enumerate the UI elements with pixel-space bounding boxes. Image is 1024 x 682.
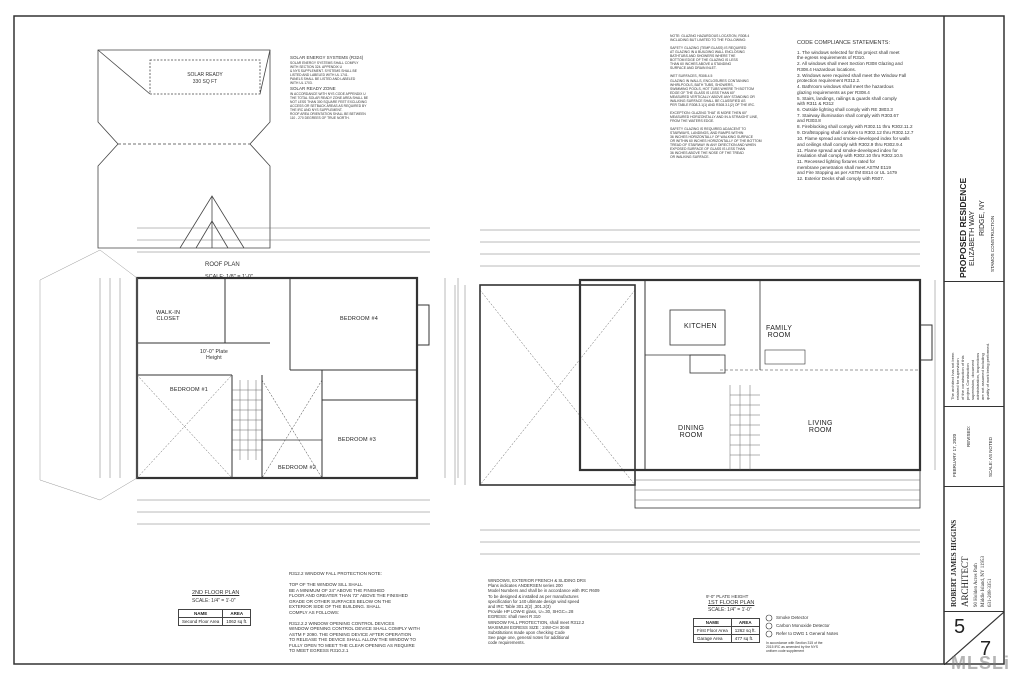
area-name-cell: First Floor Area: [693, 626, 732, 635]
first-floor-plate-height: 9'-0" PLATE HEIGHT: [706, 594, 749, 599]
list-item: 6. Outside lighting shall comply with RE…: [797, 107, 893, 113]
dining-room-label: DINING ROOM: [678, 425, 705, 439]
architect-title: ARCHITECT: [960, 556, 970, 608]
list-item: 12. Exterior Decks shall comply with R50…: [797, 176, 885, 182]
list-item: 5. Stairs, landings, railings & guards s…: [797, 95, 897, 107]
area-name-cell: Second Floor Area: [177, 617, 224, 626]
list-item: 3. Windows were required shall meet the …: [797, 72, 907, 84]
list-item: 11. Recessed lighting fixtures rated for…: [797, 159, 897, 176]
architect-address-2: Middle Island, NY 11953: [981, 555, 986, 607]
plate-height-label: 10'-0" Plate Height: [200, 349, 228, 361]
list-item: 1. The windows selected for this project…: [797, 50, 900, 61]
area-value-cell: 1062 sq ft.: [222, 617, 252, 626]
architect-address-1: 90 Holden Acres Path: [974, 563, 979, 607]
sheet-divider: [944, 612, 1004, 665]
first-floor-scale: SCALE: 1/4" = 1'-0": [708, 607, 752, 613]
col-area: AREA: [222, 609, 252, 618]
solar-zone-note: IN ACCORDANCE WITH NYS CODE APPENDIX U T…: [290, 92, 369, 120]
code-compliance-list: 1. The windows selected for this project…: [797, 50, 937, 181]
solar-systems-note: SOLAR ENERGY SYSTEMS SHALL COMPLY WITH S…: [290, 61, 359, 85]
first-floor-drawing: [454, 229, 936, 555]
title-block: PROPOSED RESIDENCE ELIZABETH WAY RIDGE, …: [944, 16, 1004, 665]
walkin-closet-label: WALK-IN CLOSET: [156, 310, 181, 322]
window-fall-protection-note: R312.2 WINDOW FALL PROTECTION NOTE: TOP …: [289, 571, 420, 653]
client-name: STAMOS CONSTRUCTION: [990, 215, 995, 272]
area-name-cell: Garage Area: [693, 634, 732, 643]
general-notes-legend: Refer to DWG 1 General Notes: [776, 631, 839, 636]
solar-zone-note-title: SOLAR READY ZONE: [290, 86, 336, 91]
solar-ready-label: SOLAR READY: [187, 72, 223, 78]
solar-ready-area: 330 SQ FT: [192, 79, 218, 85]
revised-label: REVISED:: [966, 425, 971, 447]
bedroom-2-label: BEDROOM #2: [278, 465, 317, 471]
co-detector-legend: Carbon Monoxide Detector: [776, 623, 830, 628]
list-item: 11. Flame spread and smoke-developed ind…: [797, 147, 903, 159]
list-item: 7. Stairway illumination shall comply wi…: [797, 113, 899, 124]
supervision-disclaimer: The architect has not been retained for …: [950, 343, 990, 400]
bedroom-1-label: BEDROOM #1: [170, 387, 209, 393]
first-floor-title: 1ST FLOOR PLAN: [708, 600, 755, 606]
code-compliance-block: CODE COMPLIANCE STATEMENTS: 1. The windo…: [797, 40, 937, 182]
second-floor-title: 2ND FLOOR PLAN: [192, 590, 240, 596]
date-cell: FEBRUARY 17, 2020 REVISED: SCALE: AS NOT…: [944, 406, 1004, 486]
family-room-label: FAMILY ROOM: [766, 325, 793, 339]
disclaimer-cell: The architect has not been retained for …: [944, 281, 1004, 406]
bedroom-4-label: BEDROOM #4: [340, 316, 379, 322]
second-floor-scale: SCALE: 1/4" = 1'-0": [192, 598, 236, 604]
bedroom-3-label: BEDROOM #3: [338, 437, 377, 443]
list-item: 9. Draftstopping shall conform to R302.1…: [797, 130, 914, 136]
sheet-number: 5: [954, 616, 966, 638]
roof-plan-drawing: [97, 49, 271, 249]
windows-exterior-note: WINDOWS, EXTERIOR FRENCH & SLIDING DRS P…: [488, 578, 600, 646]
project-address-2: RIDGE, NY: [979, 200, 986, 236]
roof-plan-title: ROOF PLAN: [205, 262, 240, 268]
living-room-label: LIVING ROOM: [808, 420, 833, 434]
architect-name: ROBERT JAMES HIGGINS: [950, 519, 958, 607]
drawing-scale: SCALE: AS NOTED: [988, 436, 993, 477]
area-value-cell: 477 sq ft.: [730, 634, 760, 643]
list-item: 10. Flame spread and smoke-developed ind…: [797, 136, 910, 147]
roof-plan-scale: SCALE: 1/8" = 1'-0": [205, 274, 253, 280]
area-value-cell: 1262 sq ft.: [730, 626, 760, 635]
solar-systems-note-title: SOLAR ENERGY SYSTEMS (R324): [290, 55, 364, 60]
legend-code-note: In accordance with Section 315 of the 20…: [766, 641, 823, 653]
kitchen-label: KITCHEN: [684, 323, 717, 330]
glazing-hazard-notes: NOTE: GLAZING HAZARDOUS LOCATION, R308.4…: [670, 34, 762, 160]
project-title: PROPOSED RESIDENCE: [958, 177, 968, 278]
architect-cell: ROBERT JAMES HIGGINS ARCHITECT 90 Holden…: [944, 486, 1004, 611]
drawing-date: FEBRUARY 17, 2020: [952, 433, 957, 477]
sheet-total: 7: [980, 638, 992, 660]
list-item: 2. All windows shall meet Section R308 G…: [797, 61, 903, 72]
mls-watermark: MLSLi: [951, 653, 1010, 673]
smoke-detector-legend: Smoke Detector: [776, 615, 809, 620]
code-compliance-title: CODE COMPLIANCE STATEMENTS:: [797, 40, 891, 46]
list-item: 8. Fireblocking shall comply with R302.1…: [797, 124, 913, 130]
col-area: AREA: [730, 618, 760, 627]
project-address-1: ELIZABETH WAY: [969, 210, 976, 266]
architect-phone: 631-208-3351: [988, 578, 993, 607]
second-floor-drawing: [39, 227, 459, 525]
list-item: 4. Bathroom windows shall meet the hazar…: [797, 84, 894, 95]
col-name: NAME: [693, 618, 732, 627]
sheet-number-cell: 5 7: [944, 611, 1004, 665]
col-name: NAME: [177, 609, 224, 618]
